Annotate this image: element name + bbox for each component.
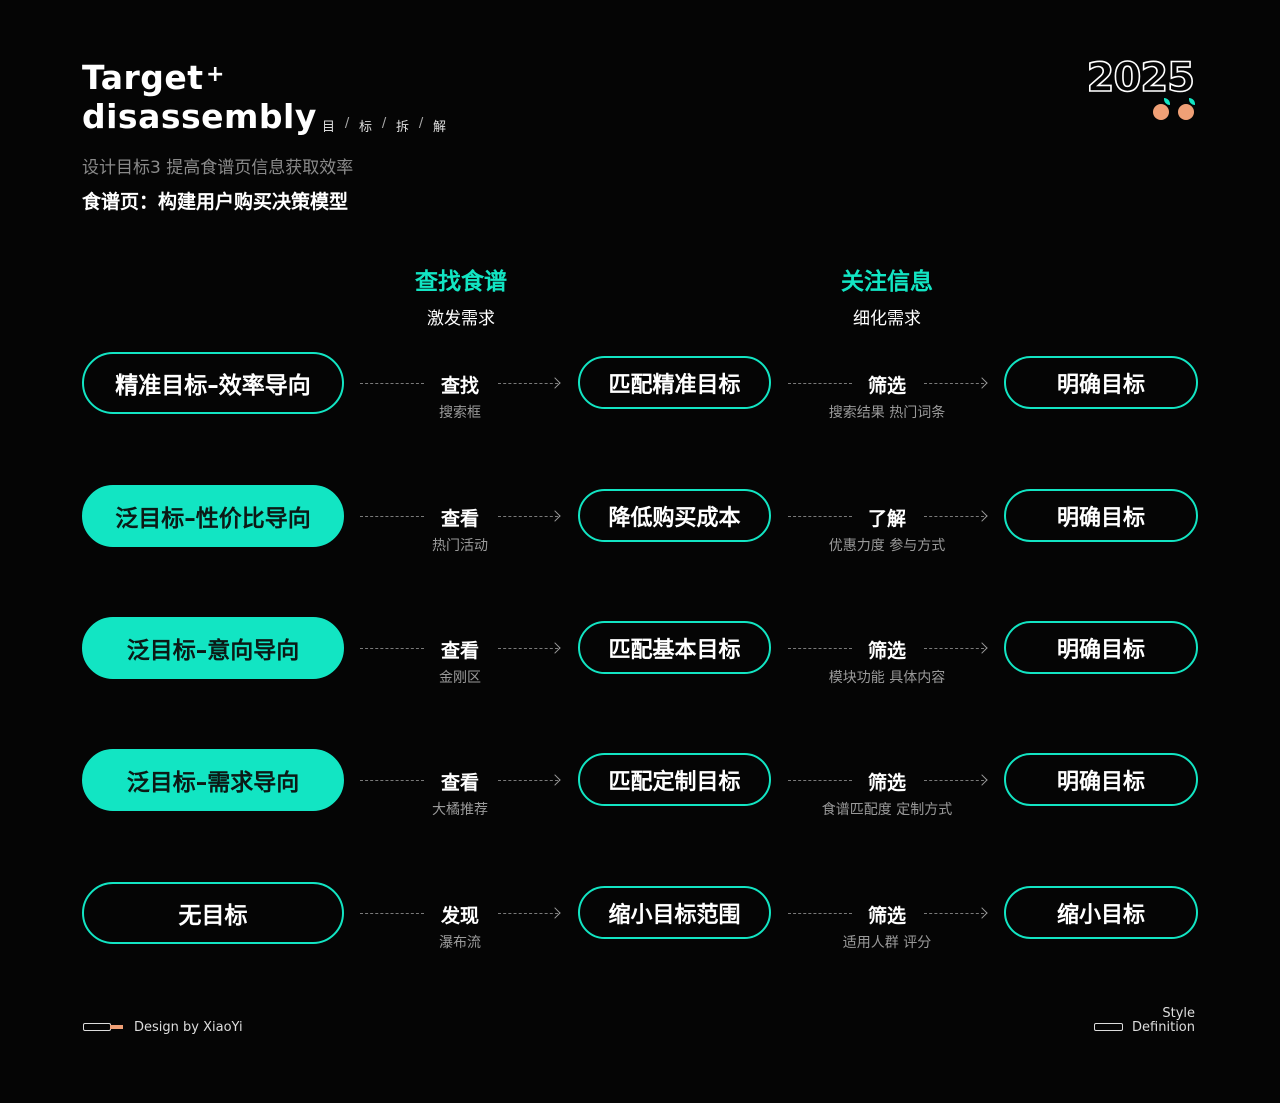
action-title: 发现 [440,905,479,927]
subtitle-char: 目 [322,120,336,135]
style-line-2: Definition [1132,1020,1195,1035]
connector-line [360,780,424,781]
arrow-right-icon [976,377,988,389]
action-label: 查看大橘推荐 [380,768,540,819]
title-line-1: Target [82,58,204,97]
year-label: 2025 [1086,54,1196,102]
subtitle-char: 解 [433,120,447,135]
action-label: 筛选适用人群 评分 [807,901,967,952]
end-pill: 明确目标 [1004,489,1198,542]
action-subtitle: 食谱匹配度 定制方式 [821,802,953,818]
end-pill: 缩小目标 [1004,886,1198,939]
arrow-right-icon [549,907,561,919]
style-definition: Style Definition [1132,1007,1195,1035]
column-title: 查找食谱 [415,269,507,295]
connector-line [360,516,424,517]
arrow-right-icon [549,377,561,389]
connector-line [498,648,558,649]
connector-line [788,648,852,649]
action-title: 筛选 [867,905,906,927]
action-title: 查看 [440,772,479,794]
action-subtitle: 模块功能 具体内容 [828,670,946,686]
style-line-1: Style [1162,1006,1195,1021]
credit-text: Design by XiaoYi [134,1020,243,1035]
action-subtitle: 搜索框 [439,405,481,421]
source-pill: 泛目标–性价比导向 [82,485,344,547]
middle-pill: 匹配定制目标 [578,753,771,806]
middle-pill: 缩小目标范围 [578,886,771,939]
arrow-right-icon [549,774,561,786]
action-subtitle: 优惠力度 参与方式 [828,538,946,554]
connector-line [788,780,852,781]
arrow-right-icon [976,642,988,654]
connector-line [788,383,852,384]
action-subtitle: 金刚区 [439,670,481,686]
connector-line [924,913,984,914]
connector-line [498,780,558,781]
connector-line [498,913,558,914]
arrow-right-icon [976,774,988,786]
action-title: 筛选 [867,375,906,397]
action-label: 发现瀑布流 [380,901,540,952]
action-label: 筛选食谱匹配度 定制方式 [807,768,967,819]
middle-pill: 匹配基本目标 [578,621,771,674]
connector-line [788,516,852,517]
action-title: 筛选 [867,772,906,794]
column-subtitle: 细化需求 [853,309,921,329]
source-pill: 泛目标–意向导向 [82,617,344,679]
subtitle-char: 拆 [396,120,410,135]
action-subtitle: 大橘推荐 [432,802,488,818]
title-line-2: disassembly [82,97,317,136]
action-subtitle: 搜索结果 热门词条 [828,405,946,421]
action-subtitle: 适用人群 评分 [842,935,932,951]
column-header-focus: 关注信息 细化需求 [787,262,987,329]
column-title: 关注信息 [841,269,933,295]
action-title: 查看 [440,508,479,530]
connector-line [788,913,852,914]
connector-line [360,648,424,649]
action-title: 了解 [867,508,906,530]
subtitle-char: 标 [359,120,373,135]
connector-line [924,516,984,517]
connector-line [360,383,424,384]
connector-line [498,516,558,517]
design-goal: 设计目标3 提高食谱页信息获取效率 [82,158,354,178]
action-title: 查看 [440,640,479,662]
action-title: 查找 [440,375,479,397]
action-subtitle: 瀑布流 [439,935,481,951]
middle-pill: 降低购买成本 [578,489,771,542]
connector-line [498,383,558,384]
action-label: 查看金刚区 [380,636,540,687]
column-subtitle: 激发需求 [427,309,495,329]
subtitle-cn: 目 / 标 / 拆 / 解 [322,116,446,135]
column-header-search: 查找食谱 激发需求 [361,262,561,329]
connector-line [924,780,984,781]
arrow-right-icon [976,907,988,919]
action-label: 筛选搜索结果 热门词条 [807,371,967,422]
source-pill: 精准目标–效率导向 [82,352,344,414]
action-label: 筛选模块功能 具体内容 [807,636,967,687]
action-label: 查看热门活动 [380,504,540,555]
arrow-right-icon [549,642,561,654]
arrow-right-icon [976,510,988,522]
source-pill: 无目标 [82,882,344,944]
action-subtitle: 热门活动 [432,538,488,554]
subtitle-sep: / [381,116,387,131]
action-label: 了解优惠力度 参与方式 [807,504,967,555]
subtitle-sep: / [344,116,350,131]
connector-line [360,913,424,914]
action-label: 查找搜索框 [380,371,540,422]
end-pill: 明确目标 [1004,753,1198,806]
connector-line [924,648,984,649]
plus-icon: + [206,62,225,87]
end-pill: 明确目标 [1004,356,1198,409]
middle-pill: 匹配精准目标 [578,356,771,409]
subtitle-sep: / [418,116,424,131]
connector-line [924,383,984,384]
model-title: 食谱页：构建用户购买决策模型 [82,191,349,213]
end-pill: 明确目标 [1004,621,1198,674]
action-title: 筛选 [867,640,906,662]
arrow-right-icon [549,510,561,522]
source-pill: 泛目标–需求导向 [82,749,344,811]
